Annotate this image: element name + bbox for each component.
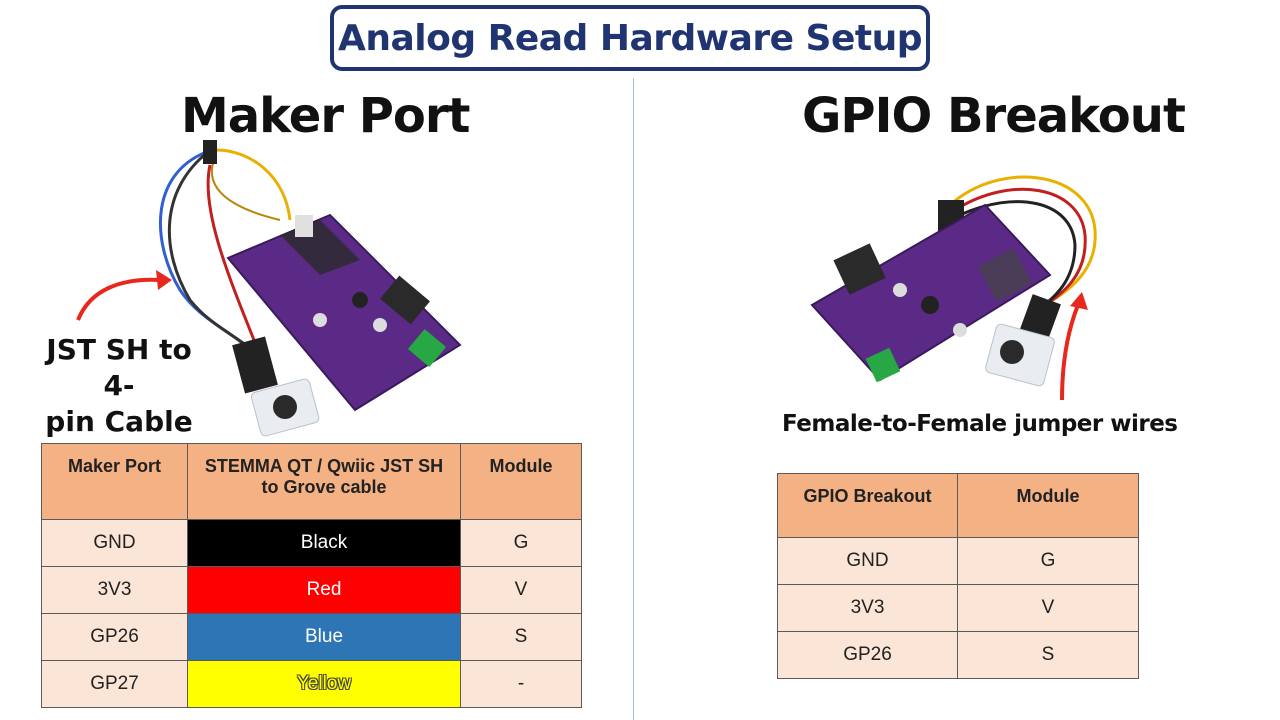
maker-port-table: Maker Port STEMMA QT / Qwiic JST SH to G… xyxy=(41,443,582,708)
module-cell: S xyxy=(460,613,582,661)
table-row: 3V3 V xyxy=(777,584,1139,632)
header-cable: STEMMA QT / Qwiic JST SH to Grove cable xyxy=(187,443,461,520)
table-row: GP26 S xyxy=(777,631,1139,679)
cable-label: JST SH to 4- pin Cable xyxy=(34,332,204,440)
table-row: GND G xyxy=(777,537,1139,585)
yellow-loop-wire xyxy=(210,159,281,221)
maker-port-heading: Maker Port xyxy=(181,88,470,144)
title-box: Analog Read Hardware Setup xyxy=(330,5,930,71)
jumper-pointer-arrow xyxy=(1060,304,1080,401)
module-cell: V xyxy=(460,566,582,614)
grove-connector xyxy=(232,336,278,394)
module-cell: G xyxy=(957,537,1139,585)
header-gpio-breakout: GPIO Breakout xyxy=(777,473,958,538)
potentiometer-knob xyxy=(273,395,297,419)
gpio-board xyxy=(810,203,1052,382)
wire-cell: Yellow xyxy=(187,660,461,708)
header-module: Module xyxy=(460,443,582,520)
header-module: Module xyxy=(957,473,1139,538)
table-row: GND Black G xyxy=(41,519,582,567)
yellow-jumper xyxy=(948,175,1097,307)
potentiometer-knob-right xyxy=(1000,340,1024,364)
gpio-breakout-heading: GPIO Breakout xyxy=(802,88,1186,144)
green-terminal xyxy=(407,329,447,367)
port-cell: GND xyxy=(41,519,188,567)
red-jumper xyxy=(954,187,1087,310)
section-divider xyxy=(633,78,634,720)
wire-cell: Red xyxy=(187,566,461,614)
cable-label-line2: pin Cable xyxy=(45,405,193,438)
port-cell: 3V3 xyxy=(777,584,958,632)
cable-label-line1: JST SH to 4- xyxy=(46,333,192,402)
port-cell: GND xyxy=(777,537,958,585)
table-row: GP26 Blue S xyxy=(41,613,582,661)
page-title: Analog Read Hardware Setup xyxy=(337,17,923,59)
black-wire xyxy=(167,150,256,354)
cable-connector-top xyxy=(203,140,217,164)
wire-cell: Black xyxy=(187,519,461,567)
gpio-breakout-table: GPIO Breakout Module GND G 3V3 V GP26 S xyxy=(777,473,1139,679)
jumper-label: Female-to-Female jumper wires xyxy=(782,411,1178,437)
black-jumper xyxy=(959,200,1077,314)
module-cell: S xyxy=(957,631,1139,679)
module-cell: - xyxy=(460,660,582,708)
cable-pointer-arrow xyxy=(76,277,161,321)
red-wire xyxy=(206,164,262,356)
jumper-connector-module xyxy=(1019,294,1061,342)
port-cell: GP26 xyxy=(777,631,958,679)
table-row: 3V3 Red V xyxy=(41,566,582,614)
port-cell: 3V3 xyxy=(41,566,188,614)
table-header-row: GPIO Breakout Module xyxy=(777,473,1139,538)
port-cell: GP27 xyxy=(41,660,188,708)
table-header-row: Maker Port STEMMA QT / Qwiic JST SH to G… xyxy=(41,443,582,520)
table-row: GP27 Yellow - xyxy=(41,660,582,708)
green-terminal-right xyxy=(865,347,901,383)
wire-cell: Blue xyxy=(187,613,461,661)
module-cell: G xyxy=(460,519,582,567)
yellow-wire xyxy=(215,148,292,221)
header-maker-port: Maker Port xyxy=(41,443,188,520)
module-cell: V xyxy=(957,584,1139,632)
